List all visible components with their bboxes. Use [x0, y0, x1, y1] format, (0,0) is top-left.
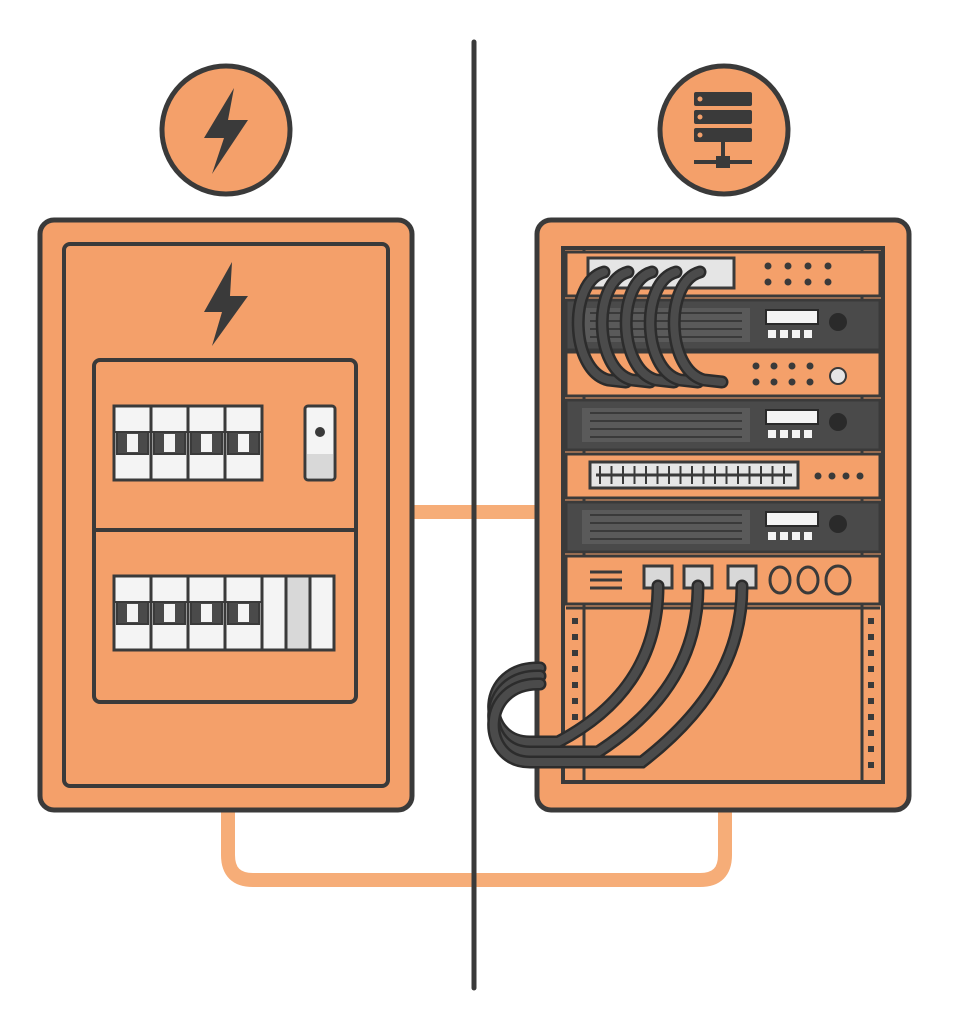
- circuit-breaker: [223, 404, 264, 482]
- patch-cable: [667, 265, 729, 389]
- circuit-breaker: [149, 404, 190, 482]
- rack-unit-cable-hub: [564, 554, 882, 606]
- electrical-section: [37, 63, 415, 813]
- front-button: [780, 330, 788, 338]
- network-cable: [487, 579, 749, 769]
- front-button: [804, 430, 812, 438]
- port-dot: [824, 278, 832, 286]
- rail-hole: [868, 762, 874, 768]
- electrical-panel: [37, 217, 415, 813]
- circuit-breaker: [186, 404, 227, 482]
- rail-hole: [572, 650, 578, 656]
- circuit-breaker: [223, 574, 264, 652]
- port-dot: [806, 378, 814, 386]
- rack-unit-server: [564, 500, 882, 554]
- rail-hole: [868, 618, 874, 624]
- rail-hole: [572, 682, 578, 688]
- rail-hole: [572, 698, 578, 704]
- port-dot: [764, 278, 772, 286]
- patch-cable: [643, 265, 705, 389]
- lower-breaker-row: [112, 574, 336, 652]
- rail-hole: [868, 666, 874, 672]
- main-switch: [303, 404, 337, 482]
- rack-unit-patch-strip: [564, 452, 882, 500]
- rail-hole: [572, 634, 578, 640]
- front-button: [780, 532, 788, 540]
- port-dot: [770, 362, 778, 370]
- electrical-badge: [159, 63, 293, 197]
- server-network-icon: [694, 92, 752, 168]
- bottom-cable-bundle: [487, 579, 749, 769]
- port-dot: [770, 378, 778, 386]
- front-button: [768, 430, 776, 438]
- circuit-breaker: [112, 574, 153, 652]
- port-dot: [752, 378, 760, 386]
- lightning-bolt-icon: [204, 88, 248, 174]
- rack-unit-server: [564, 298, 882, 352]
- port-dot: [856, 472, 864, 480]
- front-button: [768, 532, 776, 540]
- lightning-bolt-icon: [204, 262, 248, 346]
- port-dot: [788, 362, 796, 370]
- patch-cable: [571, 265, 633, 389]
- blank-module: [308, 574, 336, 652]
- front-button: [792, 532, 800, 540]
- circuit-breaker: [186, 574, 227, 652]
- port-dot: [784, 262, 792, 270]
- rail-hole: [572, 714, 578, 720]
- circuit-breaker: [149, 574, 190, 652]
- server-rack: [534, 217, 912, 813]
- network-section: [487, 63, 912, 813]
- front-button: [780, 430, 788, 438]
- top-cable-bundle: [571, 265, 729, 389]
- port-dot: [804, 278, 812, 286]
- port-dot: [788, 378, 796, 386]
- port-dot: [824, 262, 832, 270]
- rail-hole: [572, 666, 578, 672]
- port-dot: [828, 472, 836, 480]
- port-dot: [804, 262, 812, 270]
- front-button: [792, 430, 800, 438]
- front-button: [792, 330, 800, 338]
- rail-hole: [868, 650, 874, 656]
- port-dot: [764, 262, 772, 270]
- rack-unit-server: [564, 398, 882, 452]
- blank-module: [284, 574, 312, 652]
- patch-cable: [619, 265, 681, 389]
- upper-breaker-row: [112, 404, 264, 482]
- front-button: [804, 532, 812, 540]
- port-dot: [752, 362, 760, 370]
- port-dot: [806, 362, 814, 370]
- port-dot: [784, 278, 792, 286]
- rail-hole: [868, 746, 874, 752]
- rail-hole: [868, 634, 874, 640]
- circuit-breaker: [112, 404, 153, 482]
- blank-module: [260, 574, 288, 652]
- front-button: [768, 330, 776, 338]
- patch-cable: [595, 265, 657, 389]
- rail-hole: [868, 714, 874, 720]
- rail-hole: [572, 618, 578, 624]
- rail-hole: [868, 682, 874, 688]
- network-badge: [657, 63, 791, 197]
- front-button: [804, 330, 812, 338]
- rail-hole: [868, 730, 874, 736]
- port-dot: [814, 472, 822, 480]
- rail-hole: [868, 698, 874, 704]
- port-dot: [842, 472, 850, 480]
